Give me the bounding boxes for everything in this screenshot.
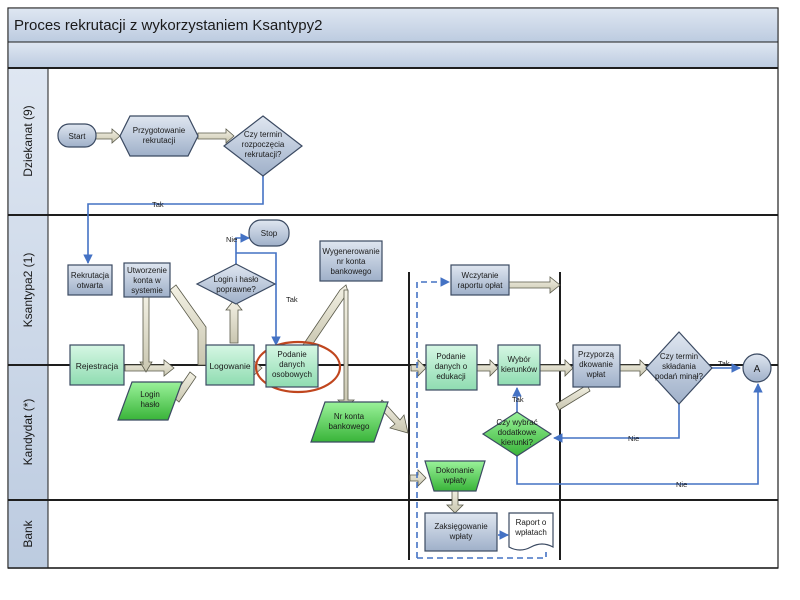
svg-text:Start: Start [69, 132, 87, 141]
edge-label-tak-termin: Tak [718, 359, 730, 368]
connector-lines [83, 156, 763, 559]
edge-label-nie-mid: Nie [628, 434, 639, 443]
lane-label-dziekanat: Dziekanat (9) [21, 105, 35, 176]
node-rejestracja[interactable]: Rejestracja [69, 344, 125, 386]
lane-label-ksantypa: Ksantypa2 (1) [21, 253, 35, 328]
edge-label-tak-login: Tak [286, 295, 298, 304]
edge-label-nie-stop: Nie [226, 235, 237, 244]
edge-label-tak-wybrac: Tak [512, 395, 524, 404]
lane-label-bank: Bank [21, 519, 35, 547]
node-connector-a[interactable]: A [742, 353, 772, 383]
svg-text:Stop: Stop [261, 229, 278, 238]
edge-label-nie-bottom: Nie [676, 480, 687, 489]
svg-text:Rejestracja: Rejestracja [76, 361, 119, 371]
node-logowanie[interactable]: Logowanie [205, 344, 255, 386]
subheader-bar [7, 41, 779, 69]
edge-label-tak-top: Tak [152, 200, 164, 209]
title-bar [7, 7, 779, 43]
edge-labels: Tak Nie Tak Tak Nie Tak Nie [152, 200, 730, 489]
svg-text:A: A [754, 364, 761, 375]
svg-text:Logowanie: Logowanie [209, 361, 250, 371]
node-start[interactable]: Start [57, 123, 97, 148]
lane-label-kandydat: Kandydat (*) [21, 399, 35, 466]
node-stop[interactable]: Stop [248, 219, 290, 247]
highlight-ellipse [254, 340, 342, 394]
diagram-title: Proces rekrutacji z wykorzystaniem Ksant… [14, 17, 322, 34]
